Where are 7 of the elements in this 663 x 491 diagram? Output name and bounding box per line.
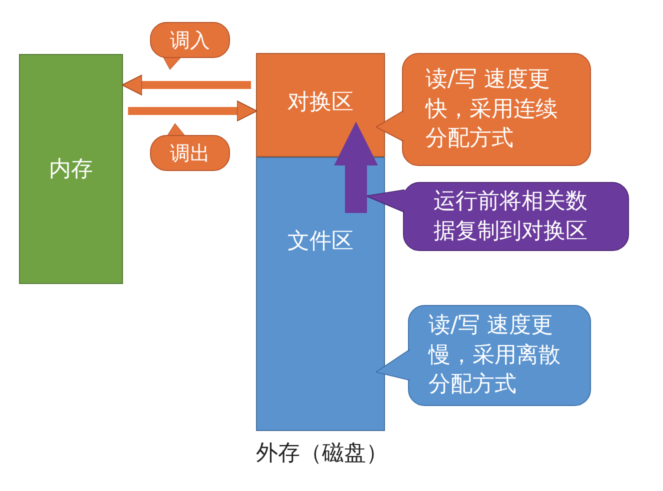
swap-area: 对换区 bbox=[256, 53, 385, 157]
file-area: 文件区 bbox=[256, 157, 385, 431]
storage-caption: 外存（磁盘） bbox=[256, 440, 388, 468]
memory-block: 内存 bbox=[19, 54, 123, 284]
transfer-arrow bbox=[128, 100, 258, 122]
transfer-arrow bbox=[122, 74, 251, 96]
block-arrow bbox=[334, 122, 378, 213]
